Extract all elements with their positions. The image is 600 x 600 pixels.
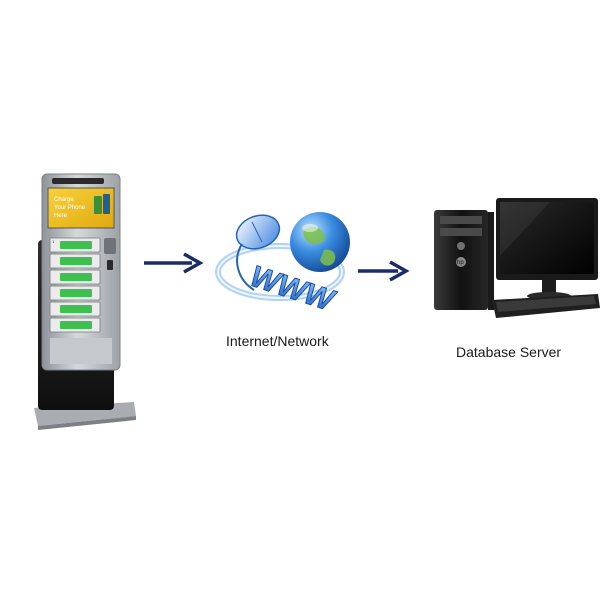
arrow-kiosk-to-network xyxy=(144,252,204,274)
kiosk-slot xyxy=(49,269,101,285)
network-label: Internet/Network xyxy=(226,333,329,349)
kiosk-slot xyxy=(49,317,101,333)
svg-text:1: 1 xyxy=(52,239,55,244)
kiosk-slot xyxy=(49,301,101,317)
hp-brand-text: hp xyxy=(457,260,464,266)
internet-network-icon: WWW xyxy=(215,212,350,319)
server-monitor xyxy=(496,198,598,300)
mouse-icon xyxy=(235,214,281,291)
charging-kiosk: Charge Your Phone Here 1 xyxy=(34,173,136,430)
kiosk-slot xyxy=(49,285,101,301)
kiosk-slot: 1 xyxy=(49,237,101,253)
globe-icon xyxy=(290,212,350,272)
arrow-network-to-server xyxy=(358,260,410,282)
kiosk-keypad xyxy=(104,238,116,254)
server-keyboard xyxy=(492,294,600,318)
kiosk-slot xyxy=(49,253,101,269)
server-tower: hp xyxy=(434,210,494,310)
hp-logo xyxy=(456,257,466,267)
server-label: Database Server xyxy=(456,344,562,360)
kiosk-screen-line-1: Charge xyxy=(54,197,74,203)
kiosk-slots: 1 xyxy=(49,237,101,333)
database-server-icon: hp xyxy=(434,198,600,318)
kiosk-screen-line-2: Your Phone xyxy=(54,205,86,211)
kiosk-screen-line-3: Here xyxy=(54,213,68,219)
